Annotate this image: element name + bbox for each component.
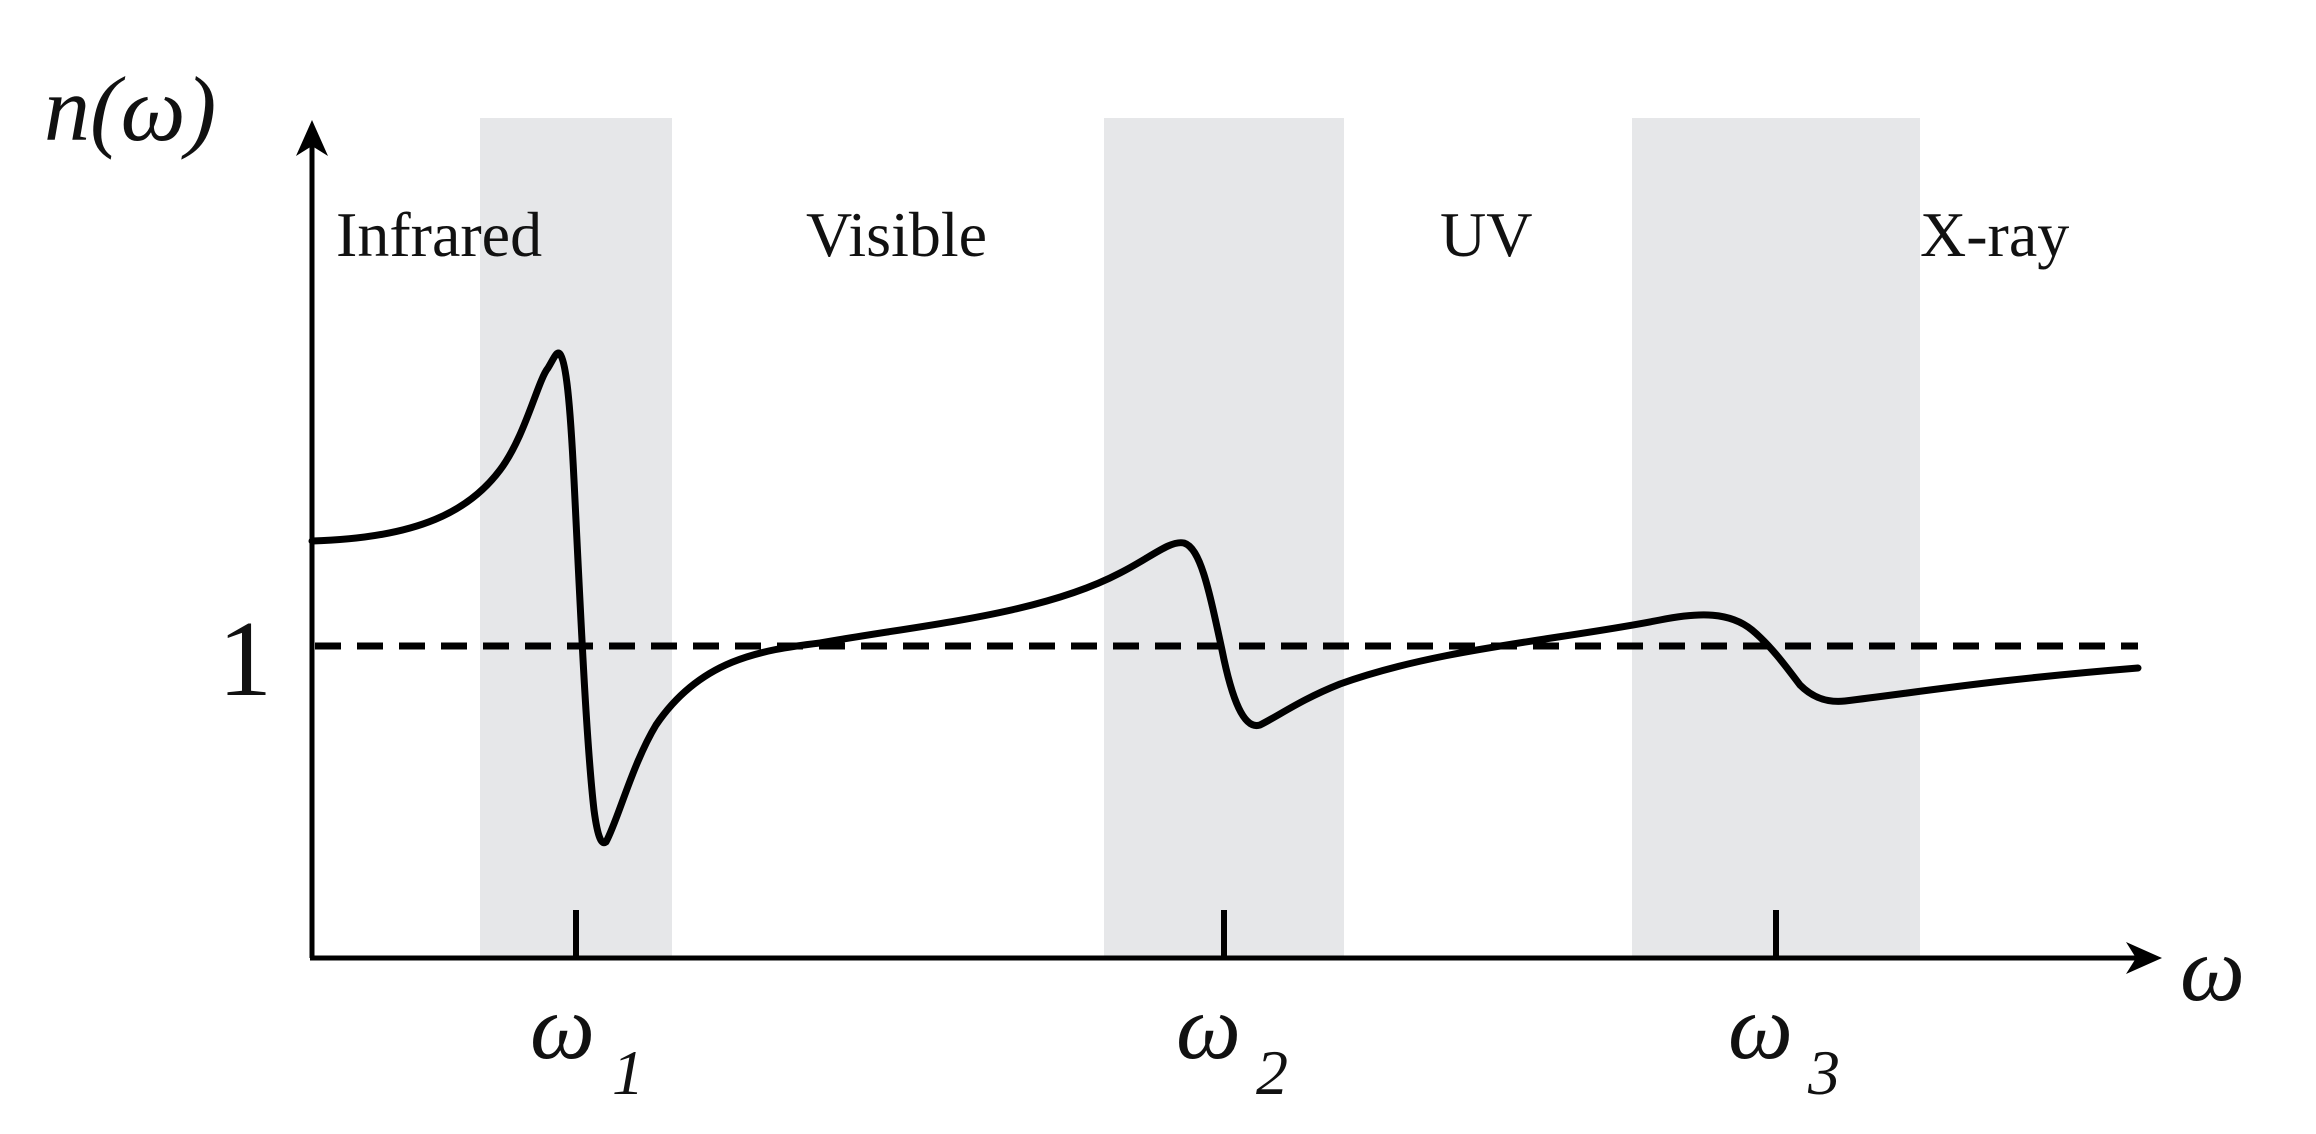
y-axis-arrowhead (296, 120, 328, 156)
reference-value-label: 1 (218, 600, 272, 719)
omega-1-subscript: 1 (612, 1037, 644, 1108)
resonance-label-omega-1: ω 1 (530, 976, 644, 1108)
x-axis-title: ω (2180, 918, 2245, 1020)
omega-2-symbol: ω (1176, 976, 1241, 1078)
resonance-ticks (573, 910, 1779, 958)
omega-1-symbol: ω (530, 976, 595, 1078)
omega-3-symbol: ω (1728, 976, 1793, 1078)
region-label-visible: Visible (806, 199, 987, 270)
x-axis-arrowhead (2126, 942, 2162, 974)
region-label-x-ray: X-ray (1920, 199, 2069, 270)
dispersion-curve (308, 349, 2142, 847)
resonance-label-omega-3: ω 3 (1728, 976, 1840, 1108)
axes (296, 120, 2162, 974)
absorption-band-2 (1104, 118, 1344, 958)
region-label-uv: UV (1440, 199, 1532, 270)
absorption-bands (480, 118, 1920, 958)
y-axis-title: n(ω) (44, 58, 216, 160)
region-label-infrared: Infrared (336, 199, 542, 270)
absorption-band-3 (1632, 118, 1920, 958)
omega-3-subscript: 3 (1807, 1037, 1840, 1108)
resonance-label-omega-2: ω 2 (1176, 976, 1288, 1108)
omega-2-subscript: 2 (1256, 1037, 1288, 1108)
